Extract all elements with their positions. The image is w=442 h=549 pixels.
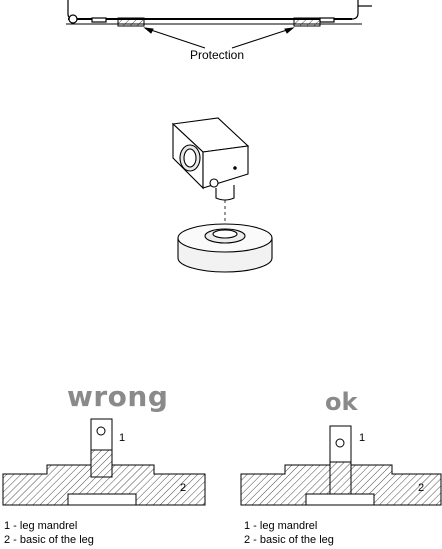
legend-item: 1 - leg mandrel <box>244 520 318 532</box>
wrong-marker-1: 1 <box>119 432 126 444</box>
leg-base-disc <box>177 223 273 273</box>
ok-assembly <box>240 425 442 506</box>
legend-item: 1 - leg mandrel <box>4 520 78 532</box>
scale-side-view <box>66 0 372 25</box>
wrong-heading: wrong <box>67 380 169 413</box>
ok-marker-1: 1 <box>359 432 366 444</box>
wrong-legend: 1 - leg mandrel 2 - basic of the leg <box>4 519 94 547</box>
ok-marker-2: 2 <box>418 482 425 494</box>
wrong-assembly <box>2 418 206 506</box>
wrong-marker-2: 2 <box>180 482 187 494</box>
protection-callout-arrows <box>143 27 295 49</box>
protection-label: Protection <box>190 48 245 62</box>
legend-item: 2 - basic of the leg <box>4 534 94 546</box>
ok-heading: ok <box>325 388 358 416</box>
legend-item: 2 - basic of the leg <box>244 534 334 546</box>
protection-pads <box>117 17 321 27</box>
leg-mandrel-block <box>171 117 250 201</box>
ok-legend: 1 - leg mandrel 2 - basic of the leg <box>244 519 334 547</box>
